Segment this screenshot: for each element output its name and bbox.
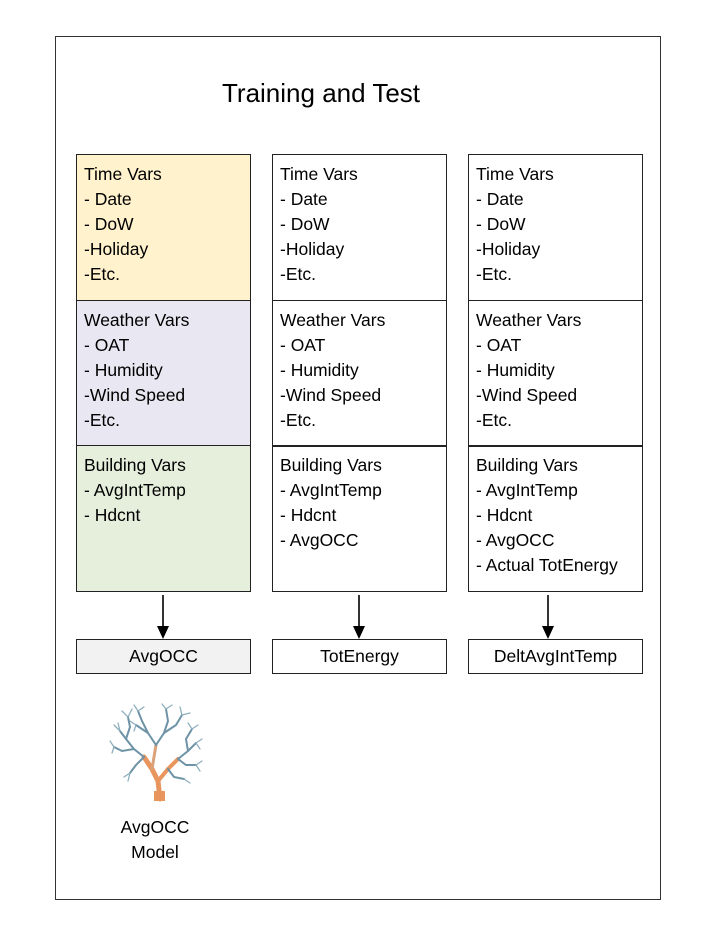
weather-var-item: - Humidity xyxy=(84,359,163,380)
time-var-item: -Holiday xyxy=(280,239,345,259)
weather-vars-heading: Weather Vars xyxy=(84,309,190,330)
building-var-item: - Hdcnt xyxy=(280,505,337,525)
time-var-item: -Holiday xyxy=(84,239,149,259)
feature-column-1: Time Vars - Date - DoW -Holiday -Etc. We… xyxy=(76,154,251,592)
building-vars-box: Building Vars - AvgIntTemp - Hdcnt - Avg… xyxy=(272,445,447,592)
feature-column-3: Time Vars - Date - DoW -Holiday -Etc. We… xyxy=(468,154,643,592)
weather-var-item: -Wind Speed xyxy=(280,384,382,405)
time-var-item: - DoW xyxy=(84,214,134,234)
down-arrow-icon xyxy=(353,595,365,639)
building-var-item: - AvgOCC xyxy=(280,530,359,550)
building-var-item: - AvgIntTemp xyxy=(280,480,382,500)
feature-column-2: Time Vars - Date - DoW -Holiday -Etc. We… xyxy=(272,154,447,592)
time-var-item: - Date xyxy=(84,189,132,209)
model-label: AvgOCC Model xyxy=(95,815,215,865)
building-var-item: - AvgIntTemp xyxy=(84,480,186,500)
building-var-item: - Hdcnt xyxy=(84,505,141,525)
target-box-avgocc: AvgOCC xyxy=(76,639,251,674)
down-arrow-icon xyxy=(157,595,169,639)
weather-var-item: -Etc. xyxy=(280,409,316,430)
time-vars-heading: Time Vars xyxy=(476,164,554,184)
weather-var-item: -Etc. xyxy=(84,409,120,430)
weather-var-item: - Humidity xyxy=(280,359,359,380)
weather-var-item: -Wind Speed xyxy=(476,384,578,405)
time-vars-box: Time Vars - Date - DoW -Holiday -Etc. xyxy=(468,154,643,301)
time-vars-heading: Time Vars xyxy=(280,164,358,184)
building-vars-box: Building Vars - AvgIntTemp - Hdcnt - Avg… xyxy=(468,445,643,592)
weather-var-item: - OAT xyxy=(476,334,522,355)
time-vars-heading: Time Vars xyxy=(84,164,162,184)
time-var-item: - DoW xyxy=(280,214,330,234)
time-var-item: -Etc. xyxy=(84,264,120,284)
target-box-deltavgintemp: DeltAvgIntTemp xyxy=(468,639,643,674)
diagram-frame xyxy=(55,36,661,900)
building-var-item: - Hdcnt xyxy=(476,505,533,525)
weather-vars-box: Weather Vars - OAT - Humidity -Wind Spee… xyxy=(468,299,643,447)
time-var-item: - Date xyxy=(280,189,328,209)
time-var-item: - Date xyxy=(476,189,524,209)
diagram-title: Training and Test xyxy=(222,78,421,108)
time-var-item: -Etc. xyxy=(280,264,316,284)
building-var-item: - AvgOCC xyxy=(476,530,555,550)
weather-var-item: - OAT xyxy=(280,334,326,355)
building-var-item: - Actual TotEnergy xyxy=(476,555,618,575)
down-arrow-icon xyxy=(542,595,554,639)
model-label-line1: AvgOCC xyxy=(120,817,190,837)
weather-var-item: - Humidity xyxy=(476,359,555,380)
building-vars-heading: Building Vars xyxy=(476,455,578,475)
time-var-item: - DoW xyxy=(476,214,526,234)
weather-vars-box: Weather Vars - OAT - Humidity -Wind Spee… xyxy=(272,299,447,447)
time-var-item: -Holiday xyxy=(476,239,541,259)
time-vars-box: Time Vars - Date - DoW -Holiday -Etc. xyxy=(76,154,251,301)
building-vars-heading: Building Vars xyxy=(280,455,382,475)
weather-vars-heading: Weather Vars xyxy=(280,309,386,330)
weather-vars-heading: Weather Vars xyxy=(476,309,582,330)
weather-vars-box: Weather Vars - OAT - Humidity -Wind Spee… xyxy=(76,299,251,447)
model-label-line2: Model xyxy=(131,842,179,862)
time-vars-box: Time Vars - Date - DoW -Holiday -Etc. xyxy=(272,154,447,301)
weather-var-item: -Wind Speed xyxy=(84,384,186,405)
time-var-item: -Etc. xyxy=(476,264,512,284)
weather-var-item: - OAT xyxy=(84,334,130,355)
tree-icon xyxy=(109,703,203,802)
target-box-totenergy: TotEnergy xyxy=(272,639,447,674)
building-var-item: - AvgIntTemp xyxy=(476,480,578,500)
building-vars-heading: Building Vars xyxy=(84,455,186,475)
weather-var-item: -Etc. xyxy=(476,409,512,430)
building-vars-box: Building Vars - AvgIntTemp - Hdcnt xyxy=(76,445,251,592)
